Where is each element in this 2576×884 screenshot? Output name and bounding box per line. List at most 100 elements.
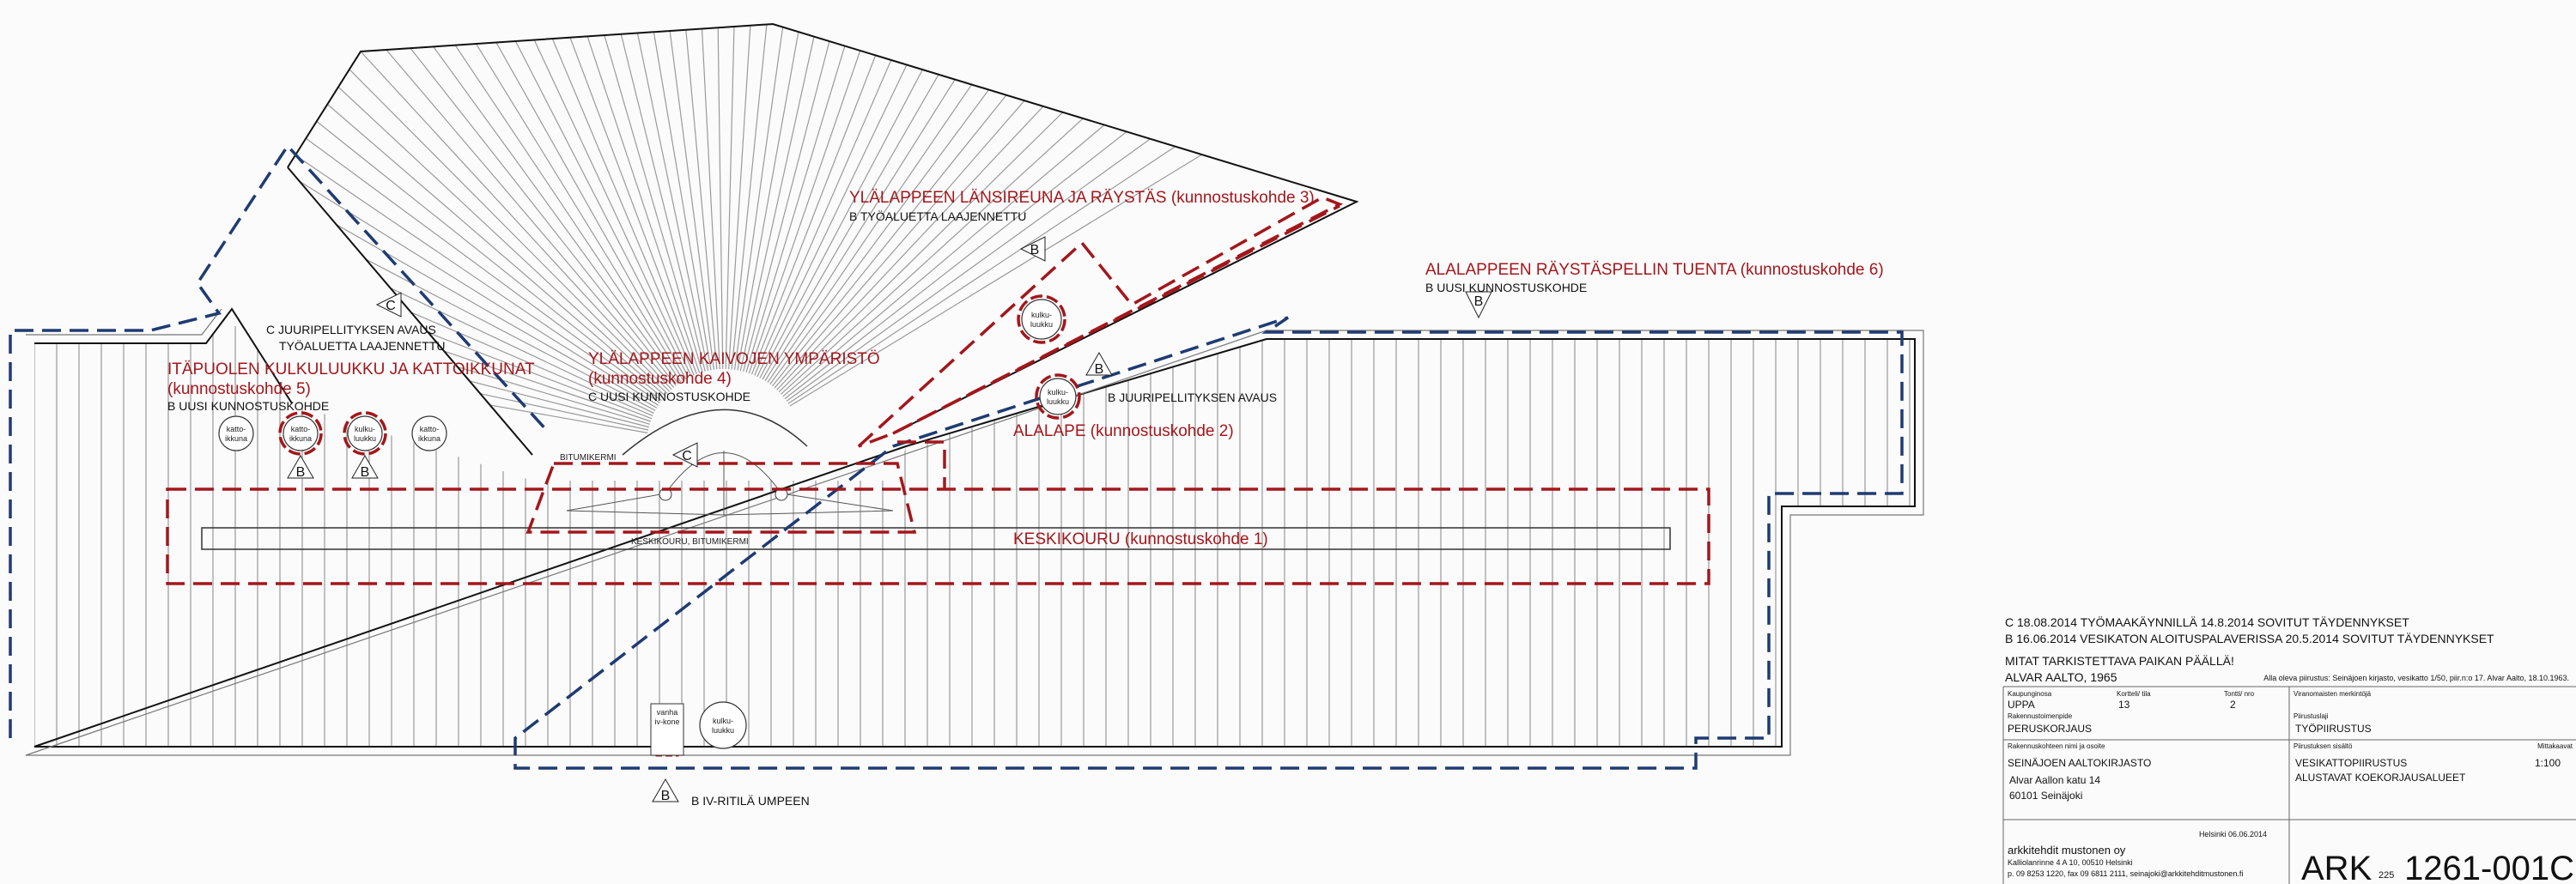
- roof-seam: [288, 36, 659, 406]
- roof-seam: [507, 24, 703, 372]
- fixture-label: ikkuna: [225, 434, 247, 443]
- project-name: SEINÄJOEN AALTOKIRJASTO: [2008, 757, 2151, 769]
- zone-keskikouru: [166, 487, 1710, 585]
- fixture-kulkuluukku-4: kulku-luukku: [699, 701, 747, 749]
- plot-label: Tontti/ nro: [2224, 690, 2255, 698]
- scale-label: Mittakaavat: [2537, 742, 2573, 750]
- marker-letter: B: [361, 465, 370, 480]
- label-bitumikermi: BITUMIKERMI: [560, 453, 617, 463]
- fixture-label: kulku-: [1031, 311, 1052, 319]
- roof-seam: [288, 24, 679, 384]
- label-zone2: ALALAPE (kunnostuskohde 2): [1013, 422, 1234, 440]
- label-b-root-opening: B JUURIPELLITYKSEN AVAUS: [1108, 391, 1277, 404]
- label-zone4-title: YLÄLAPPEEN KAIVOJEN YMPÄRISTÖ: [588, 350, 880, 368]
- roof-seam: [653, 24, 718, 370]
- roof-seam: [451, 24, 697, 374]
- roof-seam: [288, 24, 675, 388]
- repair-ring: [278, 411, 323, 456]
- central-gutter: [201, 527, 1671, 550]
- fixture-label: katto-: [227, 425, 246, 433]
- roof-seam: [778, 24, 1275, 393]
- office-address: Kalliolanrinne 4 A 10, 00510 Helsinki: [2008, 858, 2133, 867]
- roof-seam: [370, 24, 690, 378]
- fixture-kulkuluukku-1: kulku-luukku: [343, 411, 387, 456]
- zone-west-edge: [857, 196, 1344, 448]
- section-marker-c: C: [671, 442, 698, 468]
- fixture-outline: [283, 415, 319, 451]
- roof-seam: [318, 24, 684, 381]
- label-c-root-opening-2: TYÖALUETTA LAAJENNETTU: [279, 338, 445, 353]
- fixture-label: kulku-: [1048, 388, 1068, 397]
- roof-seam: [288, 24, 666, 397]
- fixture-outline: [347, 415, 383, 451]
- repair-ring: [1035, 373, 1081, 420]
- label-keskikouru-bitumikermi: KESKIKOURU, BITUMIKERMI: [631, 537, 749, 547]
- label-c-root-opening: C JUURIPELLITYKSEN AVAUS: [266, 323, 436, 336]
- plot-value: 2: [2230, 699, 2236, 711]
- fixture-label: vanha: [657, 708, 678, 717]
- section-marker-b: B: [652, 778, 679, 803]
- district-value: UPPA: [2008, 699, 2035, 711]
- fixture-kattoikkuna-1: katto-ikkuna: [218, 415, 254, 451]
- roof-seam: [293, 24, 682, 383]
- drawing-type-value: TYÖPIIRUSTUS: [2295, 723, 2372, 735]
- roof-seam: [774, 24, 1231, 389]
- block-value: 13: [2118, 699, 2130, 711]
- district-label: Kaupunginosa: [2008, 690, 2052, 698]
- marker-triangle: [375, 292, 402, 318]
- lower-roof-eave: [25, 308, 1924, 756]
- fixture-label: luukku: [712, 726, 734, 735]
- label-zone5-target: (kunnostuskohde 5): [167, 380, 311, 398]
- fixture-outline: [699, 701, 747, 749]
- marker-letter: C: [682, 449, 692, 463]
- roof-seam: [288, 24, 660, 403]
- section-marker-b: B: [351, 454, 379, 480]
- fixture-kulkuluukku-2: kulku-luukku: [1017, 294, 1066, 344]
- drawing-number: 1261-001C: [2404, 850, 2574, 884]
- roof-seam: [728, 24, 774, 370]
- roof-seam: [781, 24, 1296, 395]
- label-zone4-note: C UUSI KUNNOSTUSKOHDE: [588, 390, 750, 403]
- roof-seam: [776, 24, 1254, 391]
- project-label: Rakennuskohteen nimi ja osoite: [2008, 742, 2105, 750]
- warning-text: MITAT TARKISTETTAVA PAIKAN PÄÄLLÄ!: [2005, 654, 2234, 668]
- marker-triangle: [1019, 236, 1046, 262]
- roof-seam: [397, 24, 692, 377]
- roof-seam: [725, 24, 744, 370]
- upper-roof-seams: [288, 24, 1357, 433]
- roof-seam: [731, 24, 803, 370]
- zone-lower-slope: [892, 204, 1340, 489]
- roof-seam: [423, 24, 695, 376]
- place-date: Helsinki 06.06.2014: [2199, 830, 2267, 839]
- marker-letter: C: [386, 299, 396, 313]
- roof-seam: [479, 24, 701, 373]
- label-zone5-note: B UUSI KUNNOSTUSKOHDE: [167, 399, 329, 413]
- roof-seam: [288, 24, 672, 391]
- roof-seam: [343, 24, 687, 379]
- lower-roof-seams: [34, 326, 1911, 747]
- roof-seam: [712, 24, 724, 370]
- fixture-label: kulku-: [355, 425, 375, 433]
- roof-seam: [762, 24, 1111, 380]
- roof-seam: [769, 24, 1186, 385]
- label-zone6-note: B UUSI KUNNOSTUSKOHDE: [1425, 281, 1587, 294]
- discipline-code: ARK: [2301, 850, 2372, 884]
- marker-letter: B: [296, 465, 306, 480]
- upper-roof-arc: [622, 409, 808, 456]
- roof-seam: [288, 24, 668, 395]
- roof-seam: [288, 24, 671, 392]
- fixture-label: katto-: [291, 425, 311, 433]
- roof-seam: [759, 24, 1085, 378]
- title-block: C 18.08.2014 TYÖMAAKÄYNNILLÄ 14.8.2014 S…: [2002, 615, 2576, 884]
- section-marker-b: B: [287, 454, 314, 480]
- label-zone6-title: ALALAPPEEN RÄYSTÄSPELLIN TUENTA (kunnost…: [1425, 261, 1884, 279]
- block-label: Kortteli/ tila: [2117, 690, 2151, 698]
- fixture-label: luukku: [1030, 320, 1053, 329]
- marker-letter: B: [1030, 243, 1040, 257]
- roof-seam: [288, 24, 662, 402]
- scale-value: 1:100: [2535, 757, 2561, 769]
- fixture-outline: [411, 415, 447, 451]
- revision-b: B 16.06.2014 VESIKATON ALOITUSPALAVERISS…: [2005, 632, 2494, 645]
- roof-seam: [771, 24, 1209, 387]
